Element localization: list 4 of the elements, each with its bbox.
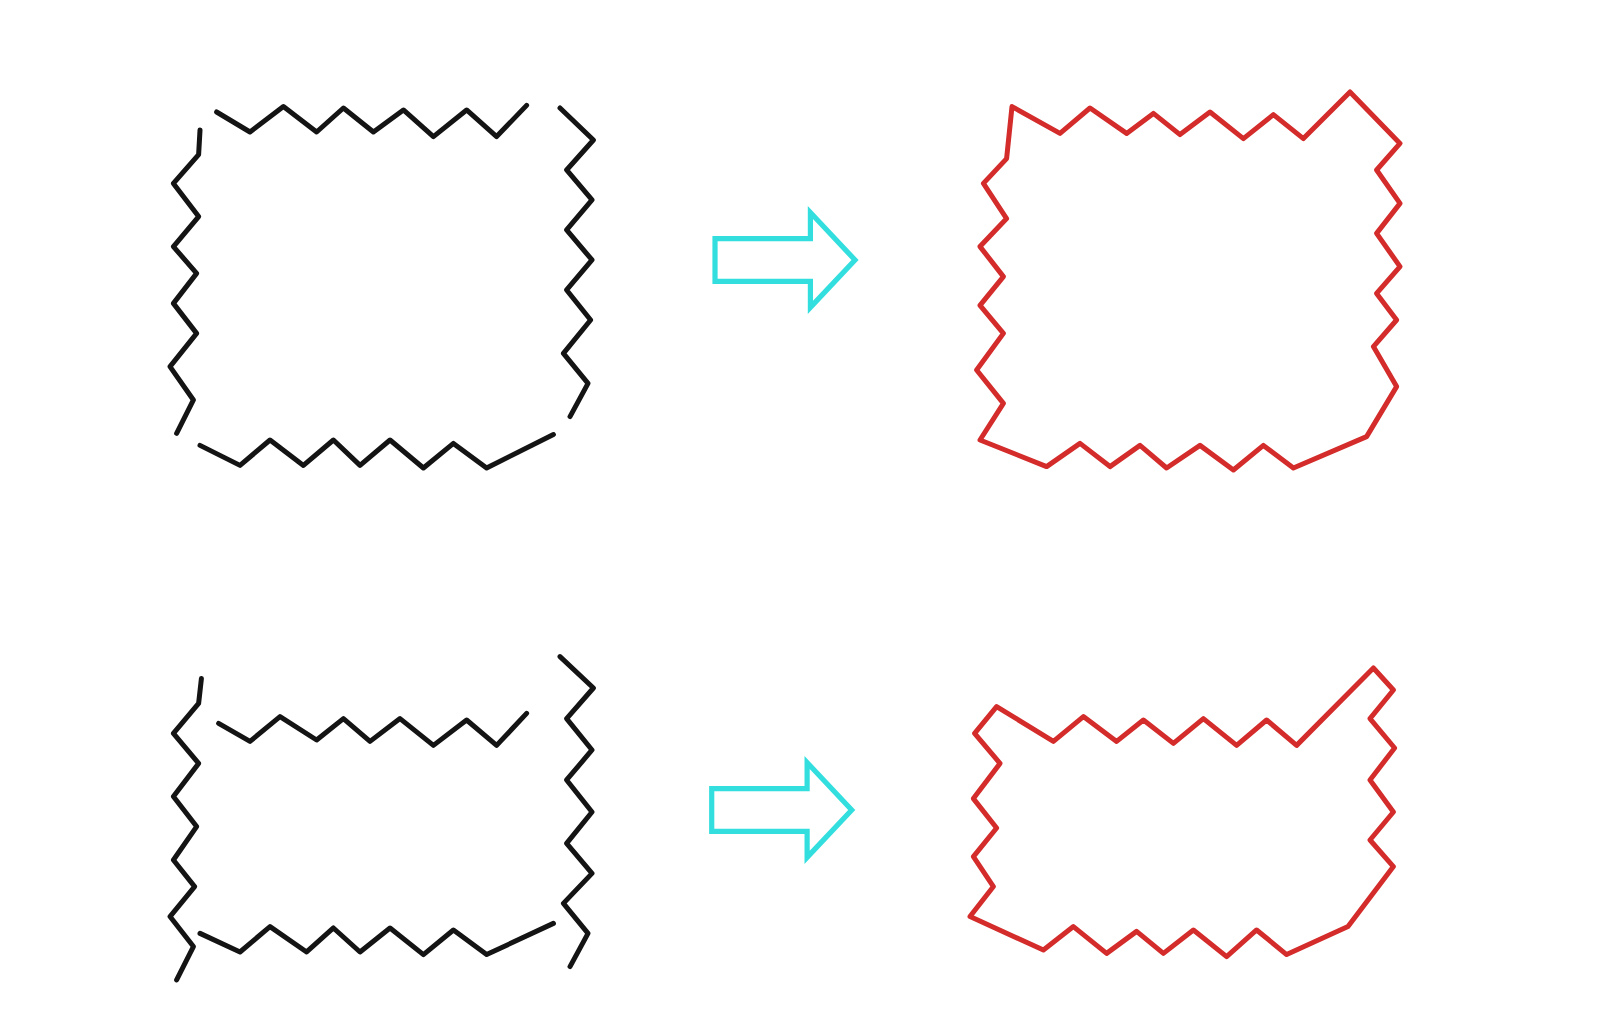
zigzag-outline bbox=[967, 665, 1398, 960]
block-arrow bbox=[712, 206, 859, 314]
zigzag-outline bbox=[974, 89, 1403, 473]
block-arrow bbox=[709, 756, 856, 864]
